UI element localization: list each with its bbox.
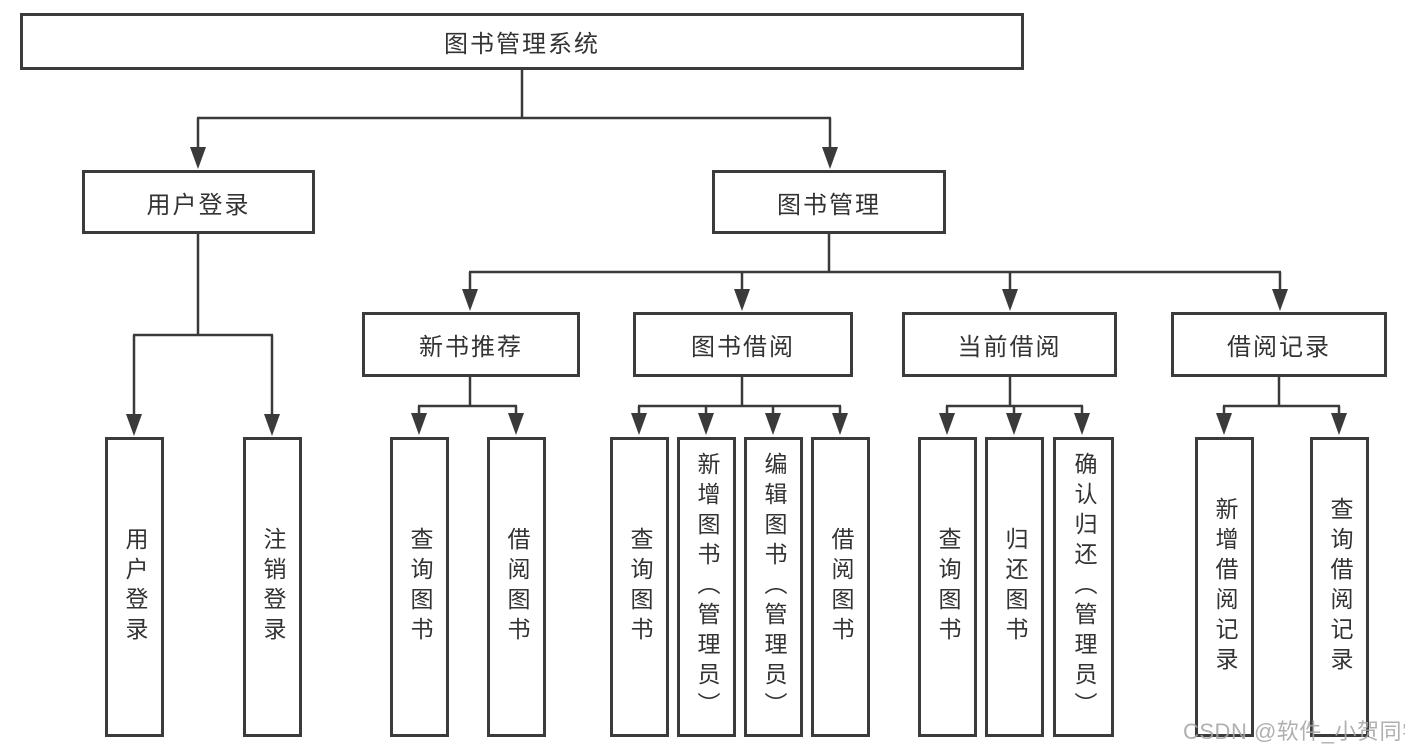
leaf-user-login: 用户登录 [105, 437, 164, 737]
node-current-borrowing-label: 当前借阅 [957, 334, 1062, 361]
leaf-cb-query-books-label: 查询图书 [935, 527, 961, 647]
leaf-logout-label: 注销登录 [260, 527, 286, 647]
node-book-management: 图书管理 [712, 170, 946, 234]
arrowhead-icons [126, 147, 1347, 436]
leaf-cb-confirm-return-admin-label: 确认归还（管理员） [1071, 452, 1097, 722]
leaf-bb-edit-books-admin: 编辑图书（管理员） [744, 437, 803, 737]
node-current-borrowing: 当前借阅 [902, 312, 1117, 377]
leaf-bb-edit-books-admin-label: 编辑图书（管理员） [761, 452, 787, 722]
node-root-label: 图书管理系统 [444, 31, 600, 58]
leaf-bb-borrow-books-label: 借阅图书 [828, 527, 854, 647]
node-borrow-records-label: 借阅记录 [1227, 334, 1331, 361]
leaf-rec-borrow-books: 借阅图书 [487, 437, 546, 737]
leaf-rec-query-books: 查询图书 [390, 437, 449, 737]
leaf-cb-confirm-return-admin: 确认归还（管理员） [1053, 437, 1114, 737]
leaf-bb-query-books: 查询图书 [610, 437, 669, 737]
leaf-bb-borrow-books: 借阅图书 [811, 437, 870, 737]
node-book-borrowing-label: 图书借阅 [691, 334, 795, 361]
node-user-login-label: 用户登录 [146, 191, 251, 219]
node-book-management-label: 图书管理 [777, 191, 881, 219]
leaf-br-query-record-label: 查询借阅记录 [1327, 497, 1353, 677]
node-borrow-records: 借阅记录 [1171, 312, 1387, 377]
watermark: CSDN @软件_小贺同学 [1183, 719, 1405, 744]
leaf-cb-return-books: 归还图书 [985, 437, 1044, 737]
leaf-rec-query-books-label: 查询图书 [407, 527, 433, 647]
node-new-book-recommend-label: 新书推荐 [419, 334, 523, 361]
leaf-cb-return-books-label: 归还图书 [1002, 527, 1028, 647]
node-root: 图书管理系统 [20, 13, 1024, 70]
leaf-cb-query-books: 查询图书 [918, 437, 977, 737]
node-user-login: 用户登录 [82, 170, 315, 234]
leaf-bb-query-books-label: 查询图书 [627, 527, 653, 647]
leaf-bb-add-books-admin-label: 新增图书（管理员） [694, 452, 720, 722]
node-new-book-recommend: 新书推荐 [362, 312, 580, 377]
leaf-logout: 注销登录 [243, 437, 302, 737]
leaf-rec-borrow-books-label: 借阅图书 [504, 527, 530, 647]
node-book-borrowing: 图书借阅 [633, 312, 853, 377]
leaf-br-query-record: 查询借阅记录 [1310, 437, 1369, 737]
leaf-br-add-record-label: 新增借阅记录 [1212, 497, 1238, 677]
leaf-br-add-record: 新增借阅记录 [1195, 437, 1254, 737]
leaf-bb-add-books-admin: 新增图书（管理员） [677, 437, 736, 737]
leaf-user-login-label: 用户登录 [122, 527, 148, 647]
